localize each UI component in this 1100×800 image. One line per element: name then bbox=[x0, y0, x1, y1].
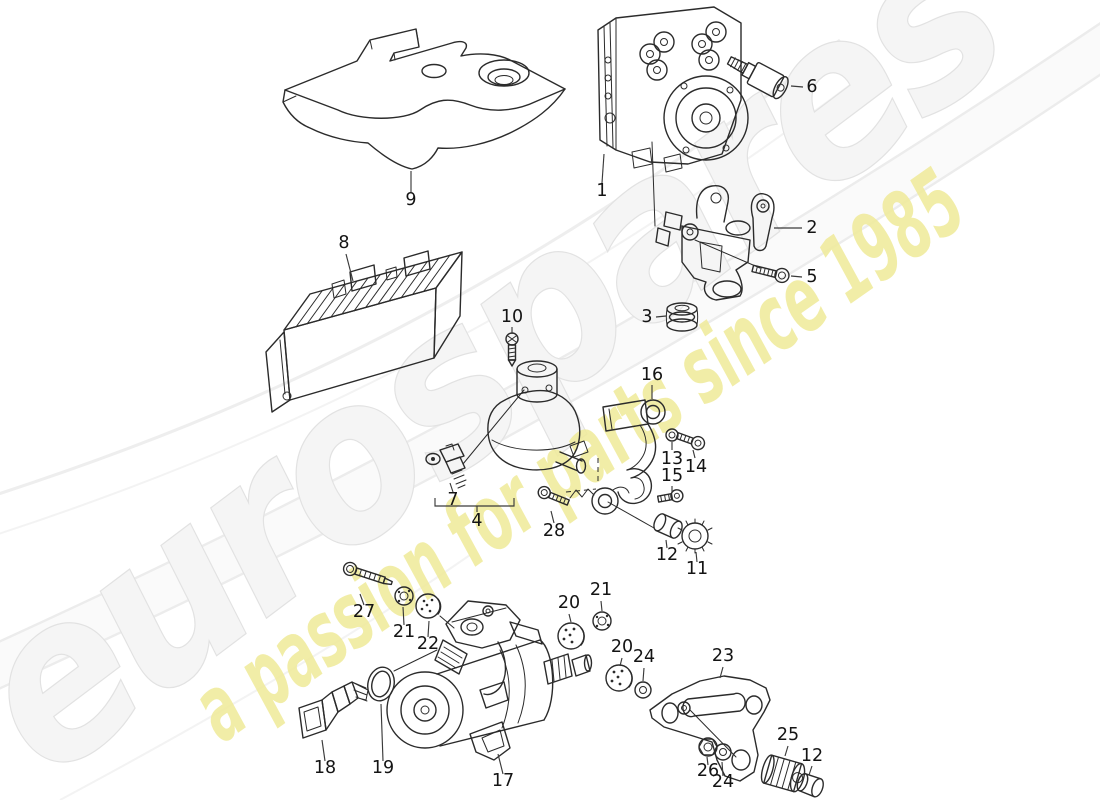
bracket-part-2 bbox=[655, 185, 775, 301]
leader-line bbox=[808, 765, 813, 776]
part-number-label: 1 bbox=[596, 181, 607, 201]
part-number-label: 9 bbox=[405, 190, 416, 210]
part-number-label: 23 bbox=[712, 646, 734, 666]
grommet-part-3 bbox=[665, 302, 699, 332]
pressure-valve-part-6 bbox=[726, 56, 789, 100]
part-number-label: 27 bbox=[353, 602, 375, 622]
leader-line bbox=[784, 745, 789, 757]
bracket-part-23 bbox=[649, 675, 771, 782]
part-number-label: 20 bbox=[611, 637, 633, 657]
leader-line bbox=[695, 551, 698, 563]
part-number-label: 24 bbox=[712, 772, 734, 792]
leader-line bbox=[601, 153, 605, 184]
control-unit-part-8 bbox=[265, 250, 463, 413]
accumulator-part-4 bbox=[462, 360, 589, 474]
part-number-label: 28 bbox=[543, 521, 565, 541]
leader-line bbox=[497, 753, 504, 775]
bushing-part-22 bbox=[415, 593, 442, 619]
part-number-label: 26 bbox=[697, 761, 719, 781]
part-number-label: 16 bbox=[641, 365, 663, 385]
part-number-label: 6 bbox=[806, 77, 817, 97]
screw-part-5 bbox=[751, 264, 790, 284]
leader-line bbox=[568, 613, 572, 623]
screw-part-27 bbox=[342, 561, 393, 586]
washer-part-24b bbox=[714, 743, 732, 761]
part-number-label: 5 bbox=[806, 267, 817, 287]
part-number-label: 2 bbox=[806, 218, 817, 238]
sleeve-part-12 bbox=[653, 513, 683, 539]
leader-line bbox=[719, 666, 724, 679]
screw-part-15 bbox=[656, 489, 684, 503]
part-number-label: 11 bbox=[686, 559, 708, 579]
leader-line bbox=[550, 510, 555, 524]
part-number-label: 18 bbox=[314, 758, 336, 778]
part-number-label: 12 bbox=[801, 746, 823, 766]
leader-line bbox=[359, 593, 365, 606]
part-number-label: 22 bbox=[417, 634, 439, 654]
part-number-label: 10 bbox=[501, 307, 523, 327]
leader-line bbox=[692, 449, 696, 459]
leader-line bbox=[790, 275, 803, 278]
valve-fitting-part-7 bbox=[425, 443, 467, 489]
leader-line bbox=[665, 539, 668, 549]
leader-line bbox=[321, 739, 326, 762]
part-number-label: 21 bbox=[590, 580, 612, 600]
part-number-label: 25 bbox=[777, 725, 799, 745]
part-number-label: 24 bbox=[633, 647, 655, 667]
leader-line bbox=[345, 253, 354, 282]
bushing-part-20a bbox=[557, 622, 585, 650]
washer-part-24a bbox=[634, 681, 652, 699]
part-number-label: 3 bbox=[641, 307, 652, 327]
part-number-label: 15 bbox=[661, 466, 683, 486]
leader-line bbox=[402, 606, 405, 626]
bushing-part-21b bbox=[592, 611, 612, 631]
part-number-label: 8 bbox=[338, 233, 349, 253]
bolt-part-14 bbox=[675, 432, 706, 451]
leader-line bbox=[600, 600, 603, 612]
part-number-label: 13 bbox=[661, 449, 683, 469]
o-ring-part-19 bbox=[367, 666, 395, 702]
cover-plate-part-9 bbox=[282, 28, 566, 170]
part-number-label: 7 bbox=[447, 490, 458, 510]
leader-line bbox=[434, 498, 515, 507]
leader-line bbox=[380, 703, 384, 762]
part-number-label: 17 bbox=[492, 771, 514, 791]
damper-part-25 bbox=[760, 754, 806, 793]
switch-part-18 bbox=[298, 681, 369, 739]
part-number-label: 19 bbox=[372, 758, 394, 778]
leader-line bbox=[642, 667, 645, 682]
leader-line bbox=[427, 620, 430, 638]
sleeve-part-12b bbox=[796, 772, 824, 798]
bushing-part-20b bbox=[605, 664, 633, 692]
bushing-part-21a bbox=[394, 586, 414, 606]
part-number-label: 20 bbox=[558, 593, 580, 613]
leader-line bbox=[790, 85, 804, 88]
part-number-label: 14 bbox=[685, 457, 707, 477]
leader-line bbox=[619, 657, 623, 667]
hydraulic-unit-part-1 bbox=[597, 6, 749, 227]
part-number-label: 21 bbox=[393, 622, 415, 642]
watermark-swoosh bbox=[0, 22, 1100, 800]
leader-line bbox=[655, 315, 667, 318]
part-number-label: 12 bbox=[656, 545, 678, 565]
leader-line bbox=[449, 482, 454, 493]
pump-part-17 bbox=[386, 600, 593, 761]
part-number-label: 4 bbox=[471, 511, 482, 531]
knurled-cap-part-11 bbox=[677, 518, 713, 554]
bracket-part-16 bbox=[565, 399, 666, 529]
leader-line bbox=[721, 761, 724, 777]
leader-line bbox=[706, 756, 709, 766]
screw-part-28 bbox=[537, 485, 570, 506]
